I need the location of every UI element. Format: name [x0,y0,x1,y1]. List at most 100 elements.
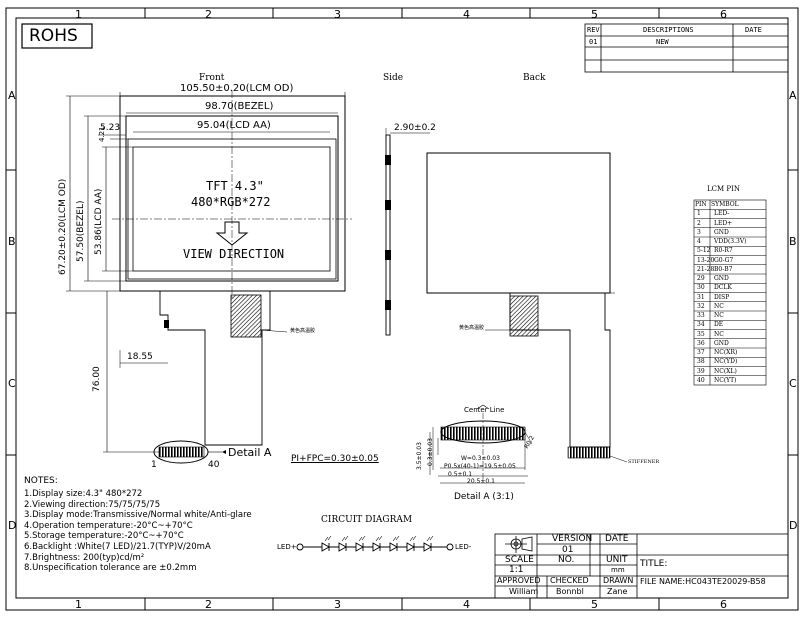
pin-number: 38 [697,358,705,366]
row-letter: C [789,377,797,390]
pin-table-title: LCM PIN [707,185,740,193]
tb-version-label: VERSION [552,534,593,544]
adhesive-label-front: 黄色高温胶 [290,328,316,334]
note-item: 8.Unspecification tolerance are ±0.2mm [24,563,197,574]
tb-title-label: TITLE: [640,559,668,569]
col-number: 4 [463,598,470,611]
detail-p05: 0.5±0.1 [448,471,473,478]
dim-bezel-height: 57.50(BEZEL) [76,200,86,262]
grid-ticks [6,8,798,610]
rev-header: DATE [745,26,762,34]
rohs-label: ROHS [29,26,78,46]
pin-number: 31 [697,293,705,301]
dim-lcd-aa-width: 95.04(LCD AA) [197,120,271,131]
pin-1-label: 1 [151,460,157,470]
col-number: 6 [720,8,727,21]
side-view-lines [385,128,430,336]
pin-symbol: DCLK [714,284,732,292]
adhesive-label-back: 黄色高温胶 [459,325,485,331]
row-letter: C [8,377,16,390]
dim-thickness: 2.90±0.2 [394,123,436,133]
row-letter: A [789,89,797,102]
tb-drawn: Zane [607,587,628,596]
pin-symbol: R0-R7 [714,247,733,255]
pin-header: PIN [695,201,707,208]
col-number: 5 [591,8,598,21]
note-item: 6.Backlight :White(7 LED)/21.7(TYP)V/20m… [24,542,211,552]
pin-number: 30 [697,284,705,292]
view-title-back: Back [523,73,546,83]
pin-symbol: NC(YT) [714,376,737,384]
pin-symbol: GND [714,228,729,236]
rohs-box [21,23,93,49]
detail-h2: 0.3±0.03 [427,438,434,466]
row-letter: A [8,89,16,102]
tb-checked-label: CHECKED [550,576,589,585]
pin-number: 1 [697,210,701,218]
dim-top-offset: 4.21 [98,126,106,142]
row-letter: D [8,519,17,532]
revision-table-lines [584,23,789,73]
panel-title: TFT 4.3" [206,179,264,193]
pin-number: 5-12 [697,247,711,255]
pin-number: 2 [697,219,701,227]
front-adhesive-patch [230,294,262,338]
col-number: 6 [720,598,727,611]
pin-symbol: NC(XL) [714,367,737,375]
led-diode-icon [355,542,364,552]
pin-number: 21-28 [697,265,715,273]
pin-symbol: DE [714,321,724,329]
view-title-side: Side [383,73,404,83]
tb-approved: William [509,587,539,596]
pin-symbol: B0-B7 [714,265,733,273]
dim-pi-fpc: PI+FPC=0.30±0.05 [291,454,379,464]
circuit-lines [296,535,454,552]
rev-cell: NEW [656,38,669,46]
col-number: 5 [591,598,598,611]
row-letter: B [789,235,797,248]
led-diode-icon [423,542,432,552]
detail-pitch: P0.5x(40-1)=19.5±0.05 [444,463,516,470]
front-view-lines [66,90,352,464]
front-fpc-fingers [158,446,205,458]
col-number: 1 [75,598,82,611]
pin-symbol: NC [714,330,724,338]
pin-40-label: 40 [208,460,220,470]
tb-file-name: FILE NAME:HC043TE20029-B58 [640,577,766,586]
pin-number: 33 [697,312,705,319]
note-item: 1.Display size:4.3" 480*272 [24,489,143,499]
center-line-label: Center Line [464,406,505,414]
note-item: 5.Storage temperature:-20°C~+70°C [24,531,184,542]
col-number: 3 [334,598,341,611]
pin-number: 32 [697,302,705,310]
pin-symbol: DISP [714,293,730,301]
tb-approved-label: APPROVED [497,576,541,585]
pin-symbol: NC(XR) [714,349,738,356]
pin-number: 4 [697,238,701,245]
title-block-lines [494,533,789,599]
col-number: 4 [463,8,470,21]
symbol-header: SYMBOL [711,201,739,208]
pin-symbol: LED- [714,210,730,218]
note-item: 3.Display mode:Transmissive/Normal white… [24,510,252,521]
detail-width: W=0.3±0.03 [461,455,500,462]
pin-number: 40 [697,376,705,384]
stiffener-label: STIFFENER [628,459,660,465]
pin-symbol: G0-G7 [714,256,734,264]
pin-symbol: GND [714,339,729,347]
rev-header: REV [587,26,600,34]
detail-fingers [440,426,526,441]
note-item: 2.Viewing direction:75/75/75/75 [24,499,161,510]
col-number: 2 [205,8,212,21]
notes-title: NOTES: [24,476,58,486]
detail-length: 20.5±0.1 [467,478,495,485]
dim-lcd-aa-height: 53.86(LCD AA) [94,188,104,255]
col-number: 1 [75,8,82,21]
note-item: 4.Operation temperature:-20°C~+70°C [24,520,193,531]
pin-number: 29 [697,275,705,282]
dim-total-length: 76.00 [92,366,102,392]
pin-number: 35 [697,330,705,338]
col-number: 2 [205,598,212,611]
led-diode-icon [338,542,347,552]
